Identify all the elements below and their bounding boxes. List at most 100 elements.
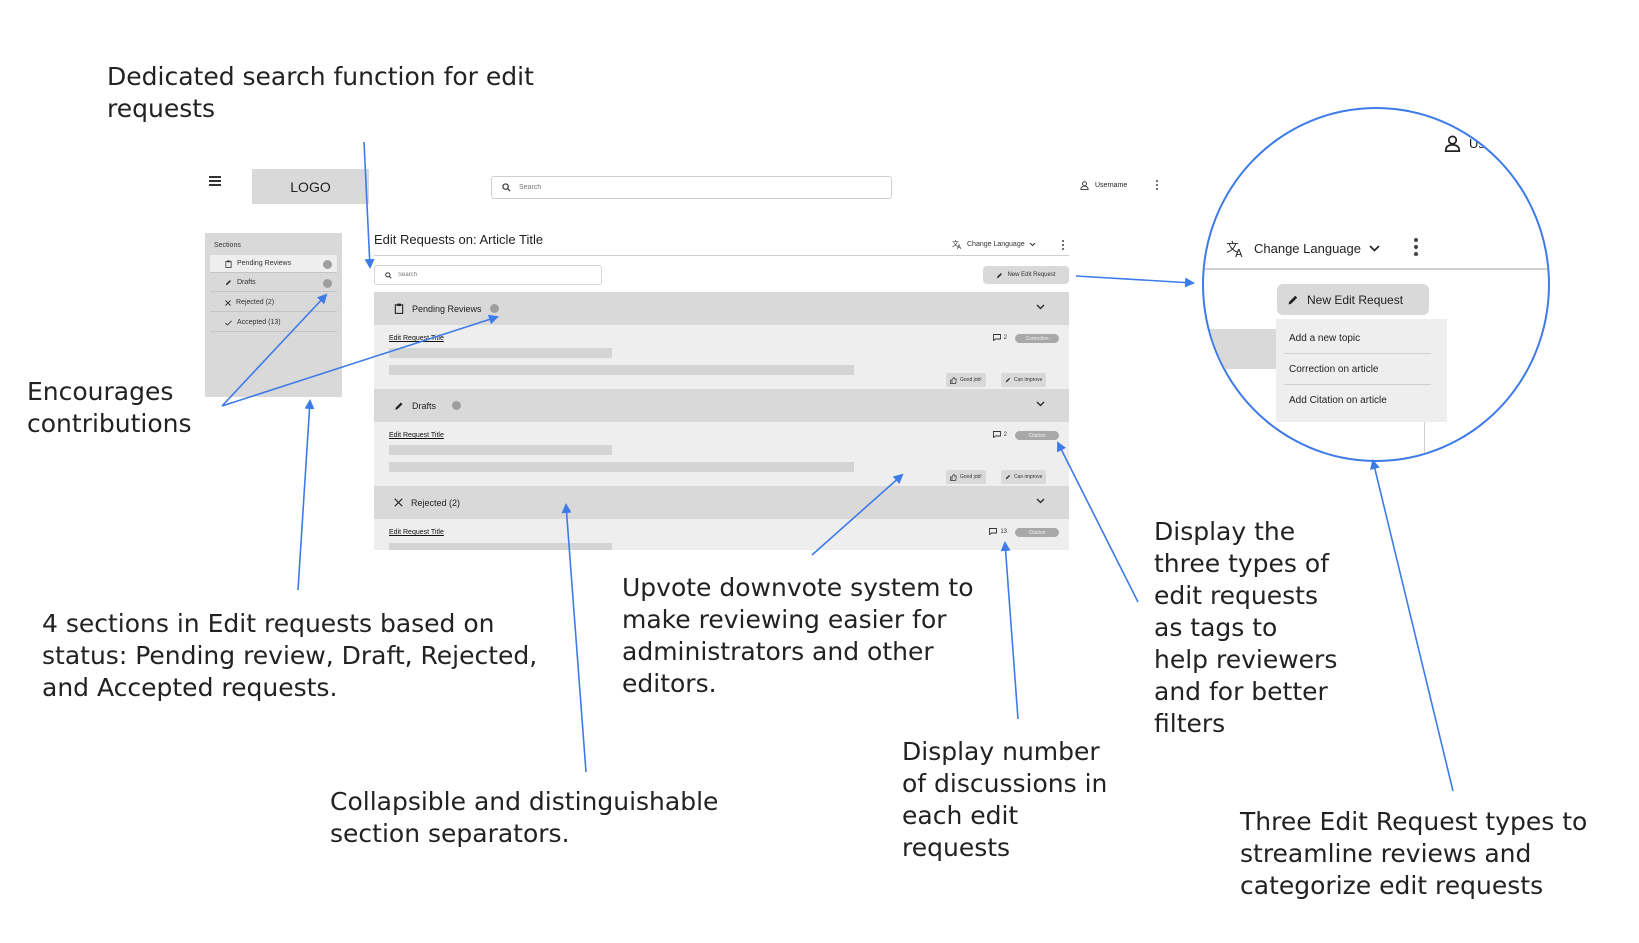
discussion-count: 2 [992, 334, 1007, 341]
edit-request-search-field[interactable] [398, 272, 578, 278]
annotation-sections: 4 sections in Edit requests based on sta… [42, 609, 538, 702]
discussion-count-value: 2 [1003, 334, 1007, 341]
chevron-down-icon[interactable] [1036, 401, 1045, 407]
section-title: Pending Reviews [412, 303, 482, 314]
discussion-count: 13 [989, 528, 1007, 535]
sidebar-item-pending-reviews[interactable]: Pending Reviews [210, 255, 337, 273]
username-label: Username [1095, 182, 1128, 189]
pencil-icon [1005, 377, 1011, 383]
new-edit-request-button[interactable]: New Edit Request [983, 266, 1069, 284]
edit-request-title-link[interactable]: Edit Request Title [389, 335, 444, 342]
clipboard-icon [394, 303, 404, 314]
placeholder-line [389, 445, 612, 455]
more-options-icon[interactable] [1414, 238, 1418, 259]
sidebar-item-rejected[interactable]: Rejected (2) [210, 294, 337, 312]
change-language-label: Change Language [967, 240, 1025, 248]
zoom-username-fragment: Us [1469, 136, 1485, 151]
placeholder-line [389, 365, 854, 375]
annotation-search: Dedicated search function for edit reque… [107, 62, 534, 123]
edit-request-row: Edit Request Title 13 Citation [374, 519, 1069, 550]
change-language-label: Change Language [1254, 240, 1361, 256]
request-type-tag: Correction [1015, 334, 1059, 343]
request-type-tag: Citation [1015, 528, 1059, 537]
hamburger-menu-icon[interactable] [209, 176, 221, 186]
arrow-zoom [1075, 275, 1195, 288]
section-header-pending-reviews[interactable]: Pending Reviews [374, 292, 1069, 325]
annotation-encourage: Encourages contributions [27, 377, 192, 438]
zoom-user: Us [1444, 135, 1485, 152]
divider [374, 255, 1069, 256]
x-icon [225, 299, 231, 306]
upvote-button[interactable]: Good job! [946, 373, 986, 387]
sidebar-item-label: Accepted (13) [237, 319, 281, 326]
discussion-count-value: 2 [1003, 431, 1007, 438]
new-edit-request-button[interactable]: New Edit Request [1277, 284, 1429, 315]
logo: LOGO [252, 169, 369, 204]
svg-text:文: 文 [1226, 240, 1239, 255]
chevron-down-icon [1369, 244, 1380, 252]
section-title: Drafts [412, 400, 437, 411]
chevron-down-icon [1029, 242, 1035, 246]
new-edit-request-label: New Edit Request [1307, 292, 1404, 307]
section-header-drafts[interactable]: Drafts [374, 389, 1069, 422]
annotation-collapsible: Collapsible and distinguishable section … [330, 787, 719, 848]
sidebar-item-accepted[interactable]: Accepted (13) [210, 314, 337, 332]
chevron-down-icon[interactable] [1036, 498, 1045, 504]
clipboard-icon [225, 260, 232, 268]
downvote-button[interactable]: Can improve [1001, 373, 1047, 387]
translate-icon: 文A [952, 239, 962, 249]
x-icon [394, 498, 403, 507]
new-edit-request-label: New Edit Request [1007, 272, 1056, 278]
user-icon [1080, 181, 1089, 190]
downvote-label: Can improve [1014, 377, 1043, 383]
sidebar-item-drafts[interactable]: Drafts [210, 274, 337, 292]
arrow-search [363, 141, 375, 269]
comment-icon [989, 528, 998, 535]
section-header-fragment [1204, 329, 1276, 369]
upvote-button[interactable]: Good job! [946, 470, 986, 484]
svg-text:A: A [957, 244, 962, 249]
info-icon [452, 401, 462, 410]
menu-item-add-topic[interactable]: Add a new topic [1284, 323, 1431, 354]
pending-info-icon [323, 260, 332, 269]
arrow-sections [297, 399, 315, 591]
global-search-field[interactable] [519, 184, 819, 191]
comment-icon [992, 431, 1001, 438]
annotation-discussions: Display number of discussions in each ed… [902, 737, 1108, 862]
more-options-icon[interactable] [1156, 180, 1159, 192]
more-options-icon[interactable] [1062, 240, 1065, 252]
sidebar-item-label: Rejected (2) [236, 299, 275, 306]
thumbs-up-icon [950, 473, 957, 481]
drafts-info-icon [323, 279, 332, 288]
edit-request-row: Edit Request Title 2 Citation Good job! … [374, 422, 1069, 486]
menu-item-add-citation[interactable]: Add Citation on article [1289, 395, 1387, 406]
edit-request-title-link[interactable]: Edit Request Title [389, 529, 444, 536]
sidebar: Sections Pending Reviews Drafts Rejected… [205, 233, 342, 397]
sidebar-title: Sections [214, 242, 241, 249]
annotation-voting: Upvote downvote system to make reviewing… [622, 573, 974, 698]
placeholder-line [389, 462, 854, 472]
global-search-input[interactable] [491, 176, 892, 199]
svg-text:A: A [1235, 247, 1243, 257]
edit-request-title-link[interactable]: Edit Request Title [389, 432, 444, 439]
downvote-button[interactable]: Can improve [1001, 470, 1047, 484]
chevron-down-icon[interactable] [1036, 304, 1045, 310]
pencil-icon [997, 272, 1003, 278]
user-menu[interactable]: Username [1080, 181, 1127, 190]
discussion-count: 2 [992, 431, 1007, 438]
placeholder-line [389, 348, 612, 358]
upvote-label: Good job! [960, 377, 982, 383]
info-icon [489, 304, 499, 313]
annotation-tags: Display the three types of edit requests… [1154, 517, 1338, 738]
section-header-rejected[interactable]: Rejected (2) [374, 486, 1069, 519]
menu-item-correction[interactable]: Correction on article [1284, 354, 1431, 385]
sidebar-item-label: Pending Reviews [237, 260, 292, 267]
comment-icon [992, 334, 1001, 341]
check-icon [225, 319, 232, 326]
pencil-icon [1005, 474, 1011, 480]
annotation-types: Three Edit Request types to streamline r… [1240, 807, 1588, 900]
arrow-types [1370, 459, 1454, 792]
edit-request-search-input[interactable] [374, 265, 602, 285]
